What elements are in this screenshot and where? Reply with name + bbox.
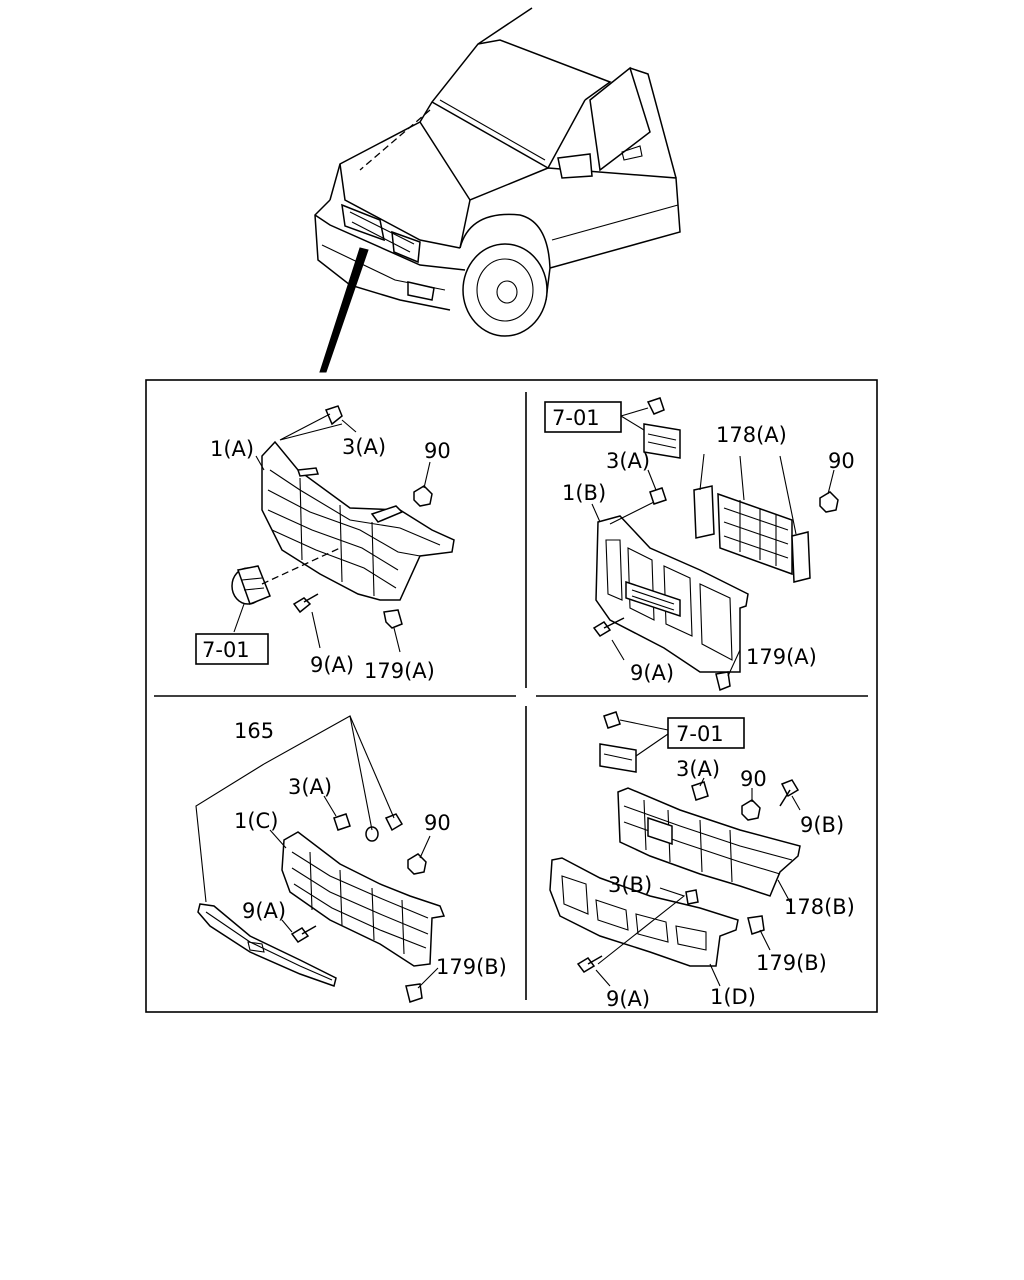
screw-part xyxy=(290,927,310,943)
label-screw: 9(A) xyxy=(242,899,286,923)
ref-box xyxy=(667,717,745,749)
moulding-165 xyxy=(197,903,337,987)
label-grille: 1(D) xyxy=(710,985,756,1009)
ref-box xyxy=(544,401,622,433)
label-grille: 1(A) xyxy=(210,437,254,461)
grille-1d xyxy=(549,857,739,967)
grille-1c xyxy=(281,831,446,967)
screw-part xyxy=(592,621,612,637)
label-ref-box: 7-01 xyxy=(676,722,724,746)
insert-178a xyxy=(693,485,811,583)
clip-b-part xyxy=(685,889,699,905)
panel-bottom-left: 165 3(A) 90 1(C) 9(A) 179(B) xyxy=(195,715,507,1003)
nut-part xyxy=(819,491,839,513)
vehicle-illustration xyxy=(314,7,681,373)
label-screw: 9(A) xyxy=(630,661,674,685)
label-clip: 3(A) xyxy=(288,775,332,799)
emblem-part xyxy=(231,565,271,605)
clip-part xyxy=(333,813,351,831)
clip-part xyxy=(649,487,667,505)
label-fastener: 179(A) xyxy=(364,659,435,683)
diagram-frame xyxy=(145,379,878,1013)
label-grille: 1(B) xyxy=(562,481,606,505)
screw-b-part xyxy=(780,779,800,798)
fastener-part xyxy=(715,671,731,692)
label-clip: 3(A) xyxy=(342,435,386,459)
label-ref-box: 7-01 xyxy=(202,638,250,662)
fastener-part xyxy=(747,915,765,935)
clip-part xyxy=(324,405,343,426)
grille-1a xyxy=(261,440,455,601)
fastener-part xyxy=(405,983,423,1003)
insert-178b xyxy=(617,787,801,897)
ref-box xyxy=(195,633,269,665)
label-fastener: 179(B) xyxy=(436,955,507,979)
label-screw: 9(A) xyxy=(606,987,650,1011)
label-clip-a: 3(A) xyxy=(676,757,720,781)
label-clip-b: 3(B) xyxy=(608,873,652,897)
label-screw: 9(A) xyxy=(310,653,354,677)
label-ref-box: 7-01 xyxy=(552,406,600,430)
label-fastener: 179(A) xyxy=(746,645,817,669)
label-clip: 3(A) xyxy=(606,449,650,473)
label-nut: 90 xyxy=(424,439,451,463)
panel-top-left: 1(A) 3(A) 90 9(A) 179(A) 7-01 xyxy=(195,405,455,683)
label-moulding: 165 xyxy=(234,719,274,743)
label-nut: 90 xyxy=(828,449,855,473)
clip-part xyxy=(691,781,709,801)
screw-part xyxy=(576,957,596,973)
label-nut: 90 xyxy=(740,767,767,791)
label-insert: 178(B) xyxy=(784,895,855,919)
label-insert: 178(A) xyxy=(716,423,787,447)
nut-part xyxy=(741,799,761,821)
nut-part xyxy=(407,853,427,875)
label-screw-b: 9(B) xyxy=(800,813,844,837)
nut-part xyxy=(413,485,433,507)
grille-1b xyxy=(595,515,749,673)
panel-top-right: 7-01 xyxy=(544,397,855,692)
label-grille: 1(C) xyxy=(234,809,278,833)
panel-bottom-right: 7-01 xyxy=(549,711,855,1011)
label-nut: 90 xyxy=(424,811,451,835)
fastener-part xyxy=(383,609,403,629)
label-fastener: 179(B) xyxy=(756,951,827,975)
